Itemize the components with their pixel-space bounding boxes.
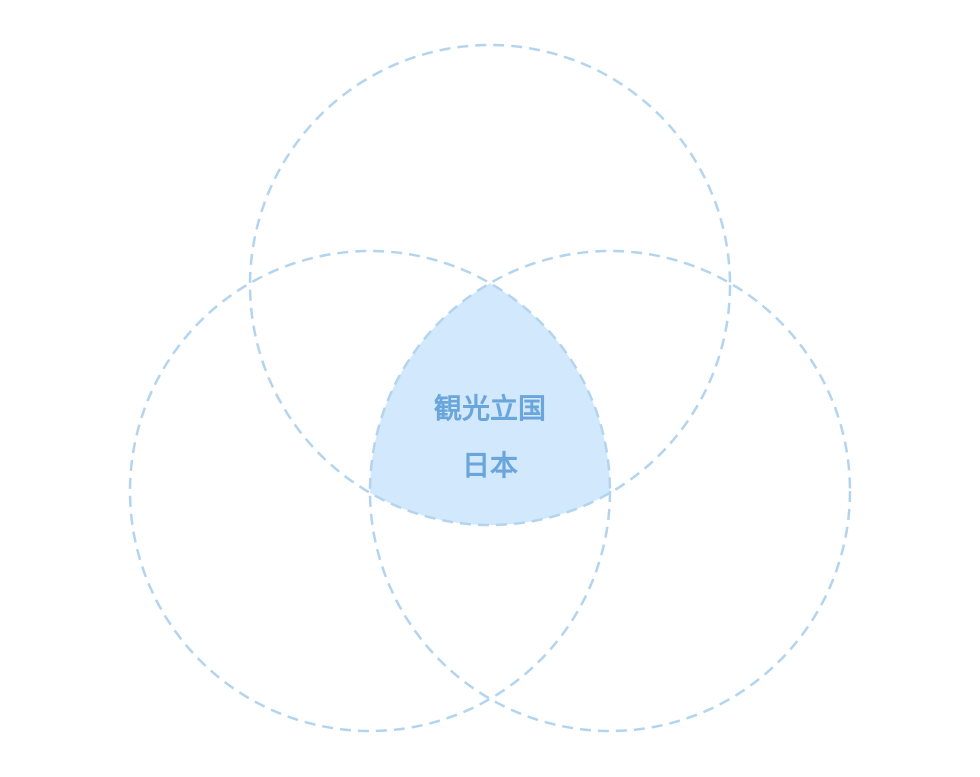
left-circle xyxy=(128,249,612,733)
intersection-clip-group xyxy=(370,251,610,525)
center-label-line2: 日本 xyxy=(462,449,518,482)
top-circle xyxy=(248,43,732,527)
center-intersection xyxy=(370,251,610,525)
center-label-line1: 観光立国 xyxy=(434,392,546,425)
right-circle xyxy=(368,249,852,733)
